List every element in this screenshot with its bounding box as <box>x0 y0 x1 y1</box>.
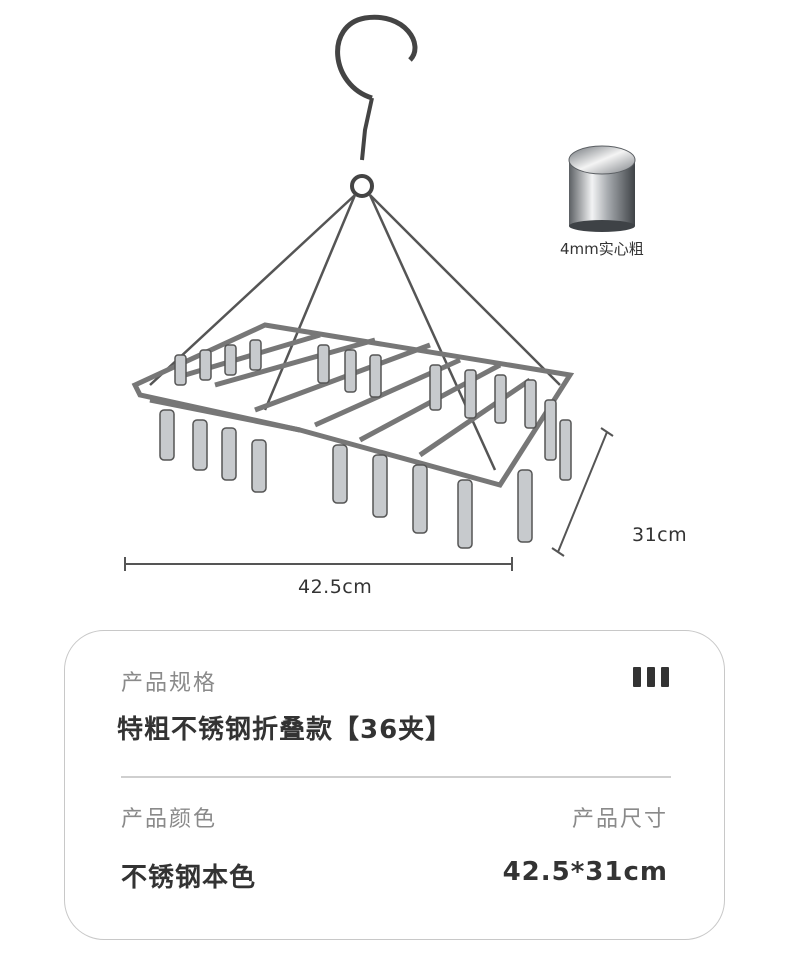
pegs-group <box>159 339 572 549</box>
peg-row-front <box>159 409 533 549</box>
hook-icon <box>335 14 418 198</box>
color-value: 不锈钢本色 <box>121 863 257 893</box>
peg-row-back <box>174 339 572 481</box>
suspension-wires <box>149 194 561 471</box>
spec-value: 特粗不锈钢折叠款【36夹】 <box>117 715 453 745</box>
bars-icon <box>633 667 671 687</box>
depth-dimension-line <box>551 427 614 557</box>
depth-label: 31cm <box>632 524 688 546</box>
width-label: 42.5cm <box>298 576 373 598</box>
size-label: 产品尺寸 <box>571 807 668 832</box>
size-value: 42.5*31cm <box>502 857 668 887</box>
spec-card: 产品规格 特粗不锈钢折叠款【36夹】 产品颜色 产品尺寸 不锈钢本色 42.5*… <box>64 630 725 940</box>
width-dimension-line <box>124 557 513 571</box>
product-image-area: 4mm实心粗 42.5cm 31cm <box>124 14 688 598</box>
clothes-hanger-illustration <box>124 14 636 571</box>
color-label: 产品颜色 <box>121 807 218 832</box>
spec-label: 产品规格 <box>121 671 218 696</box>
material-caption: 4mm实心粗 <box>560 240 644 258</box>
material-swatch <box>568 145 636 232</box>
divider <box>121 776 671 778</box>
